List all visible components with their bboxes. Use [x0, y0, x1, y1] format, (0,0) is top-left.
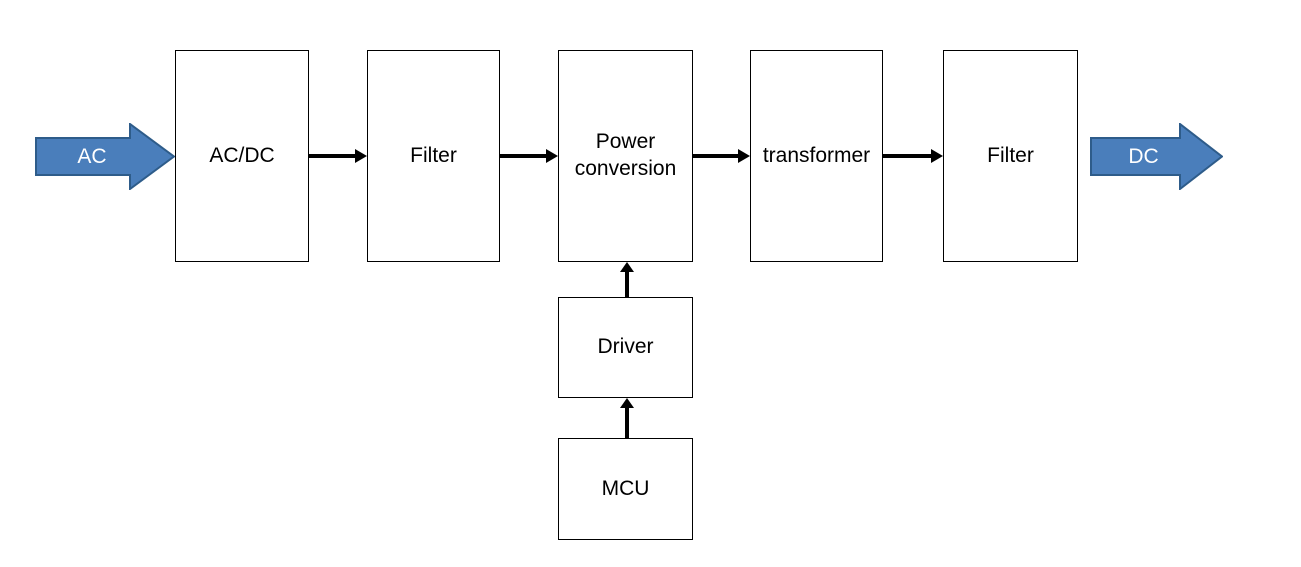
- block-filter2-label: Filter: [987, 143, 1034, 167]
- connector-driver-to-power: [617, 262, 637, 298]
- block-mcu-label: MCU: [601, 476, 650, 500]
- block-transformer-label: transformer: [762, 143, 871, 167]
- ac-input-arrow: AC: [35, 123, 175, 190]
- block-power-conversion-label: Power conversion: [574, 130, 677, 180]
- connector-power-to-transformer: [693, 146, 750, 166]
- connector-acdc-to-filter1: [309, 146, 367, 166]
- block-acdc-label: AC/DC: [209, 143, 275, 167]
- connector-filter1-to-power: [500, 146, 558, 166]
- dc-output-arrow: DC: [1090, 123, 1223, 190]
- connector-mcu-to-driver: [617, 398, 637, 439]
- block-filter2[interactable]: Filter: [943, 50, 1078, 262]
- block-acdc[interactable]: AC/DC: [175, 50, 309, 262]
- block-driver-label: Driver: [597, 335, 654, 359]
- connector-transformer-to-filter2: [883, 146, 943, 166]
- block-power-conversion[interactable]: Power conversion: [558, 50, 693, 262]
- block-filter1-label: Filter: [410, 143, 457, 167]
- block-filter1[interactable]: Filter: [367, 50, 500, 262]
- block-driver[interactable]: Driver: [558, 297, 693, 398]
- block-mcu[interactable]: MCU: [558, 438, 693, 540]
- block-transformer[interactable]: transformer: [750, 50, 883, 262]
